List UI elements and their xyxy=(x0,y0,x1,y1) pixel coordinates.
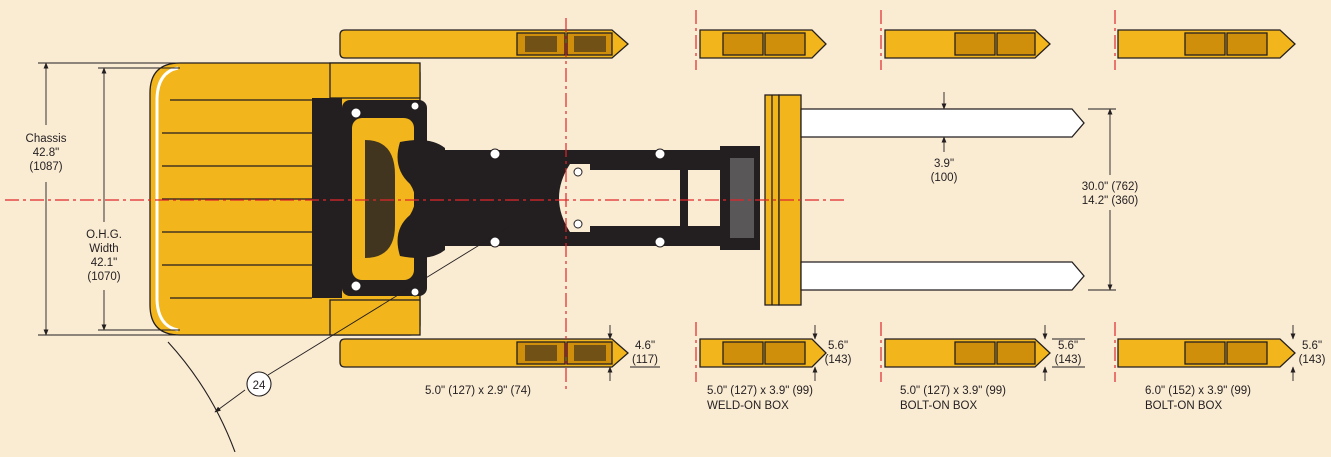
outrigger-option-weld-on xyxy=(699,29,827,368)
option-4-size: 6.0" (152) x 3.9" (99) xyxy=(1145,385,1251,397)
outrigger-option-2-label: 5.6" (143) 5.0" (127) x 3.9" (99) WELD-O… xyxy=(707,340,852,412)
outrigger-option-4-label: 5.6" (143) 6.0" (152) x 3.9" (99) BOLT-O… xyxy=(1145,340,1326,412)
option-4-type: BOLT-ON BOX xyxy=(1145,400,1222,412)
option-3-type: BOLT-ON BOX xyxy=(900,400,977,412)
ohg-label-mm: (1070) xyxy=(87,271,120,283)
forks xyxy=(800,108,1085,291)
option-1-height-in: 4.6" xyxy=(635,340,655,352)
chassis-dimension xyxy=(38,62,180,336)
option-3-height-in: 5.6" xyxy=(1058,340,1078,352)
outrigger-option-1-label: 4.6" (117) 5.0" (127) x 2.9" (74) xyxy=(425,340,658,397)
outrigger-top xyxy=(339,29,629,59)
fork-thickness-mm: (100) xyxy=(931,172,958,184)
chassis-label-title: Chassis xyxy=(26,133,67,145)
fork-spread-line1: 30.0" (762) xyxy=(1082,181,1139,193)
mast-frame xyxy=(312,98,760,298)
option-2-height-in: 5.6" xyxy=(828,340,848,352)
truck-top-view xyxy=(149,29,1085,368)
fork-thickness-label: 3.9" (100) xyxy=(931,158,958,184)
fork-spread-label: 30.0" (762) 14.2" (360) xyxy=(1082,181,1139,207)
outrigger-option-3-label: 5.6" (143) 5.0" (127) x 3.9" (99) BOLT-O… xyxy=(900,340,1082,412)
outrigger-option-bolt-on-6 xyxy=(1117,29,1296,368)
ohg-label-line2: Width xyxy=(89,243,118,255)
option-4-height-mm: (143) xyxy=(1299,354,1326,366)
option-4-height-in: 5.6" xyxy=(1302,340,1322,352)
outrigger-height-dimensions xyxy=(607,325,1296,381)
chassis-label: Chassis 42.8" (1087) xyxy=(26,133,67,173)
option-1-size: 5.0" (127) x 2.9" (74) xyxy=(425,385,531,397)
option-2-size: 5.0" (127) x 3.9" (99) xyxy=(707,385,813,397)
chassis-label-mm: (1087) xyxy=(29,161,62,173)
chassis-label-inches: 42.8" xyxy=(33,147,59,159)
option-3-size: 5.0" (127) x 3.9" (99) xyxy=(900,385,1006,397)
outrigger-bottom xyxy=(339,338,629,368)
ohg-width-dimension xyxy=(98,67,180,331)
outrigger-option-bolt-on-5 xyxy=(884,29,1051,368)
ohg-label-inches: 42.1" xyxy=(91,257,117,269)
option-2-height-mm: (143) xyxy=(825,354,852,366)
fork-spread-line2: 14.2" (360) xyxy=(1082,195,1139,207)
fork-thickness-inches: 3.9" xyxy=(934,158,954,170)
turn-radius-marker: 24 xyxy=(253,380,266,392)
fork-spread-dimension xyxy=(1088,108,1116,291)
turning-radius: 24 xyxy=(167,224,513,453)
ohg-label-line1: O.H.G. xyxy=(86,229,122,241)
option-2-type: WELD-ON BOX xyxy=(707,400,789,412)
option-1-height-mm: (117) xyxy=(632,354,658,366)
centerlines xyxy=(5,10,1116,392)
ohg-width-label: O.H.G. Width 42.1" (1070) xyxy=(86,229,122,283)
option-3-height-mm: (143) xyxy=(1055,354,1082,366)
